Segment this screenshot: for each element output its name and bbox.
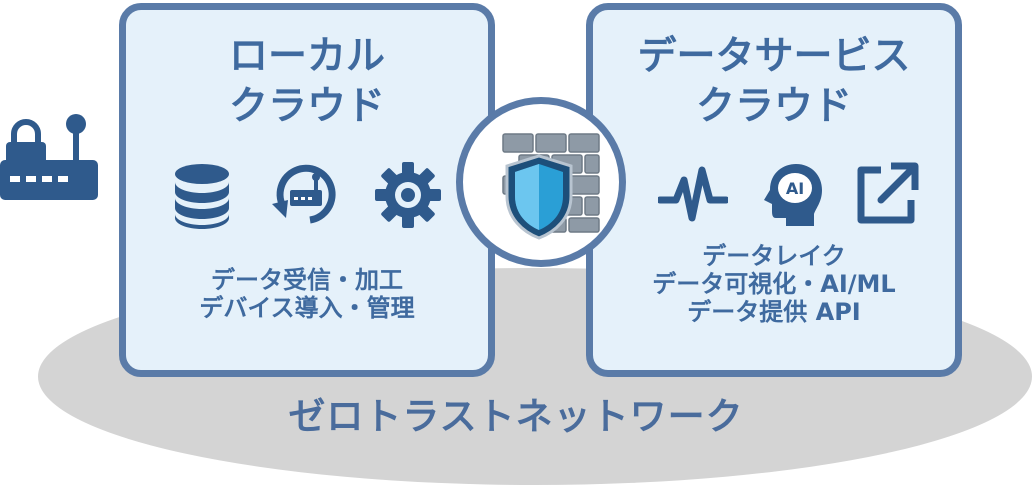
database-icon — [175, 164, 229, 229]
router-icon — [0, 114, 98, 200]
data-service-cloud-title-line: クラウド — [695, 84, 852, 129]
data-service-desc-line: データ提供 API — [687, 298, 861, 326]
local-cloud-card: ローカル クラウド — [119, 3, 495, 377]
ai-head-icon: AI — [764, 164, 822, 226]
firewall-badge — [456, 97, 626, 267]
data-service-desc-line: データ可視化・AI/ML — [652, 270, 896, 298]
data-service-desc-line: データレイク — [702, 242, 846, 270]
network-label: ゼロトラストネットワーク — [288, 395, 744, 438]
device-sync-icon — [272, 164, 336, 224]
external-link-icon — [857, 162, 919, 224]
local-cloud-desc-line: データ受信・加工 — [211, 266, 403, 294]
local-cloud-description: データ受信・加工 デバイス導入・管理 — [126, 266, 488, 322]
gear-icon — [375, 162, 441, 228]
firewall-shield-icon — [502, 133, 600, 240]
local-cloud-icons — [126, 160, 488, 230]
local-cloud-desc-line: デバイス導入・管理 — [199, 294, 415, 322]
ai-icon-label: AI — [786, 179, 804, 198]
data-service-cloud-card: データサービス クラウド AI データレイク データ可視化・AI/ML データ提… — [586, 3, 962, 377]
data-service-description: データレイク データ可視化・AI/ML データ提供 API — [593, 242, 955, 326]
pulse-icon — [658, 166, 728, 222]
local-cloud-title-line: ローカル — [228, 34, 385, 79]
local-cloud-title: ローカル クラウド — [126, 32, 488, 132]
data-service-cloud-title-line: データサービス — [637, 34, 911, 79]
local-cloud-title-line: クラウド — [228, 84, 385, 129]
data-service-icons: AI — [593, 160, 955, 230]
data-service-cloud-title: データサービス クラウド — [593, 32, 955, 132]
